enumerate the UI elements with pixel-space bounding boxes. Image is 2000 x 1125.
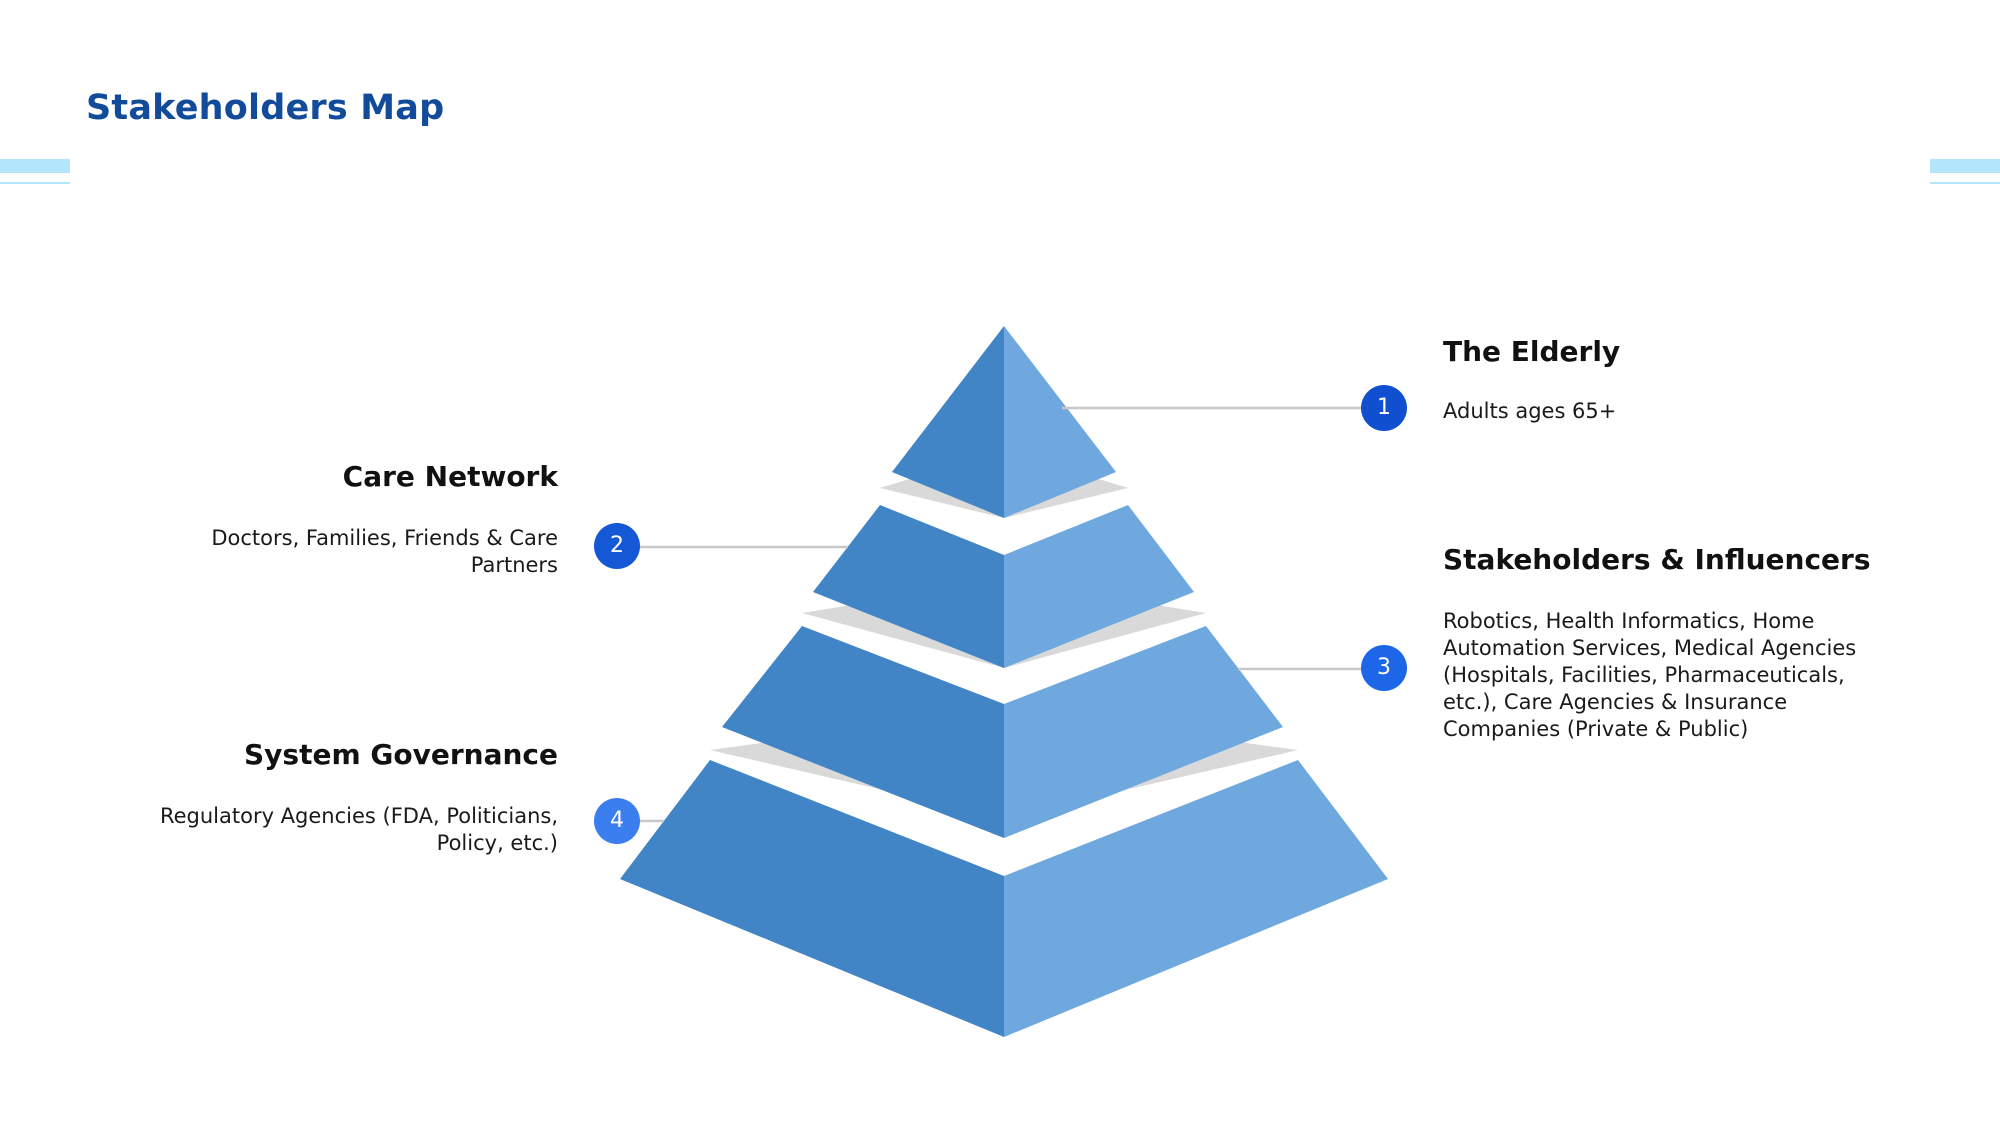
tier-2-text: Care Network Doctors, Families, Friends … xyxy=(180,460,558,579)
tier-1-description: Adults ages 65+ xyxy=(1443,399,1617,423)
tier-4-heading: System Governance xyxy=(243,738,558,771)
tier-4-text: System Governance Regulatory Agencies (F… xyxy=(150,738,558,857)
page-title: Stakeholders Map xyxy=(86,88,445,128)
right-accent-line xyxy=(1930,182,2000,184)
tier-3-text: Stakeholders & Influencers Robotics, Hea… xyxy=(1443,543,1873,743)
left-accent-line xyxy=(0,182,70,184)
tier-3-number-badge: 3 xyxy=(1361,645,1407,691)
tier-3-heading: Stakeholders & Influencers xyxy=(1443,543,1871,576)
tier-2-description: Doctors, Families, Friends & Care Partne… xyxy=(211,526,558,577)
tier-1-number-badge: 1 xyxy=(1361,385,1407,431)
pyramid-tier-4-left xyxy=(620,760,1004,1037)
tier-1-heading: The Elderly xyxy=(1443,335,1621,368)
pyramid-tier-1-left xyxy=(892,326,1004,518)
pyramid-tier-1-right xyxy=(1004,326,1116,518)
pyramid-tier-2-left xyxy=(813,505,1004,668)
tier-2-number-badge: 2 xyxy=(594,523,640,569)
pyramid-tier-2-right xyxy=(1004,505,1194,668)
tier-4-description: Regulatory Agencies (FDA, Politicians, P… xyxy=(159,804,558,855)
right-accent-bar xyxy=(1930,159,2000,173)
pyramid-tier-3-left xyxy=(722,626,1004,838)
tier-1-text: The Elderly Adults ages 65+ xyxy=(1443,335,1863,425)
tier-3-description: Robotics, Health Informatics, Home Autom… xyxy=(1443,609,1857,741)
left-accent-bar xyxy=(0,159,70,173)
tier-2-heading: Care Network xyxy=(342,460,558,493)
tier-4-number-badge: 4 xyxy=(594,798,640,844)
pyramid-tier-3-right xyxy=(1004,626,1283,838)
pyramid-tier-4-right xyxy=(1004,760,1388,1037)
